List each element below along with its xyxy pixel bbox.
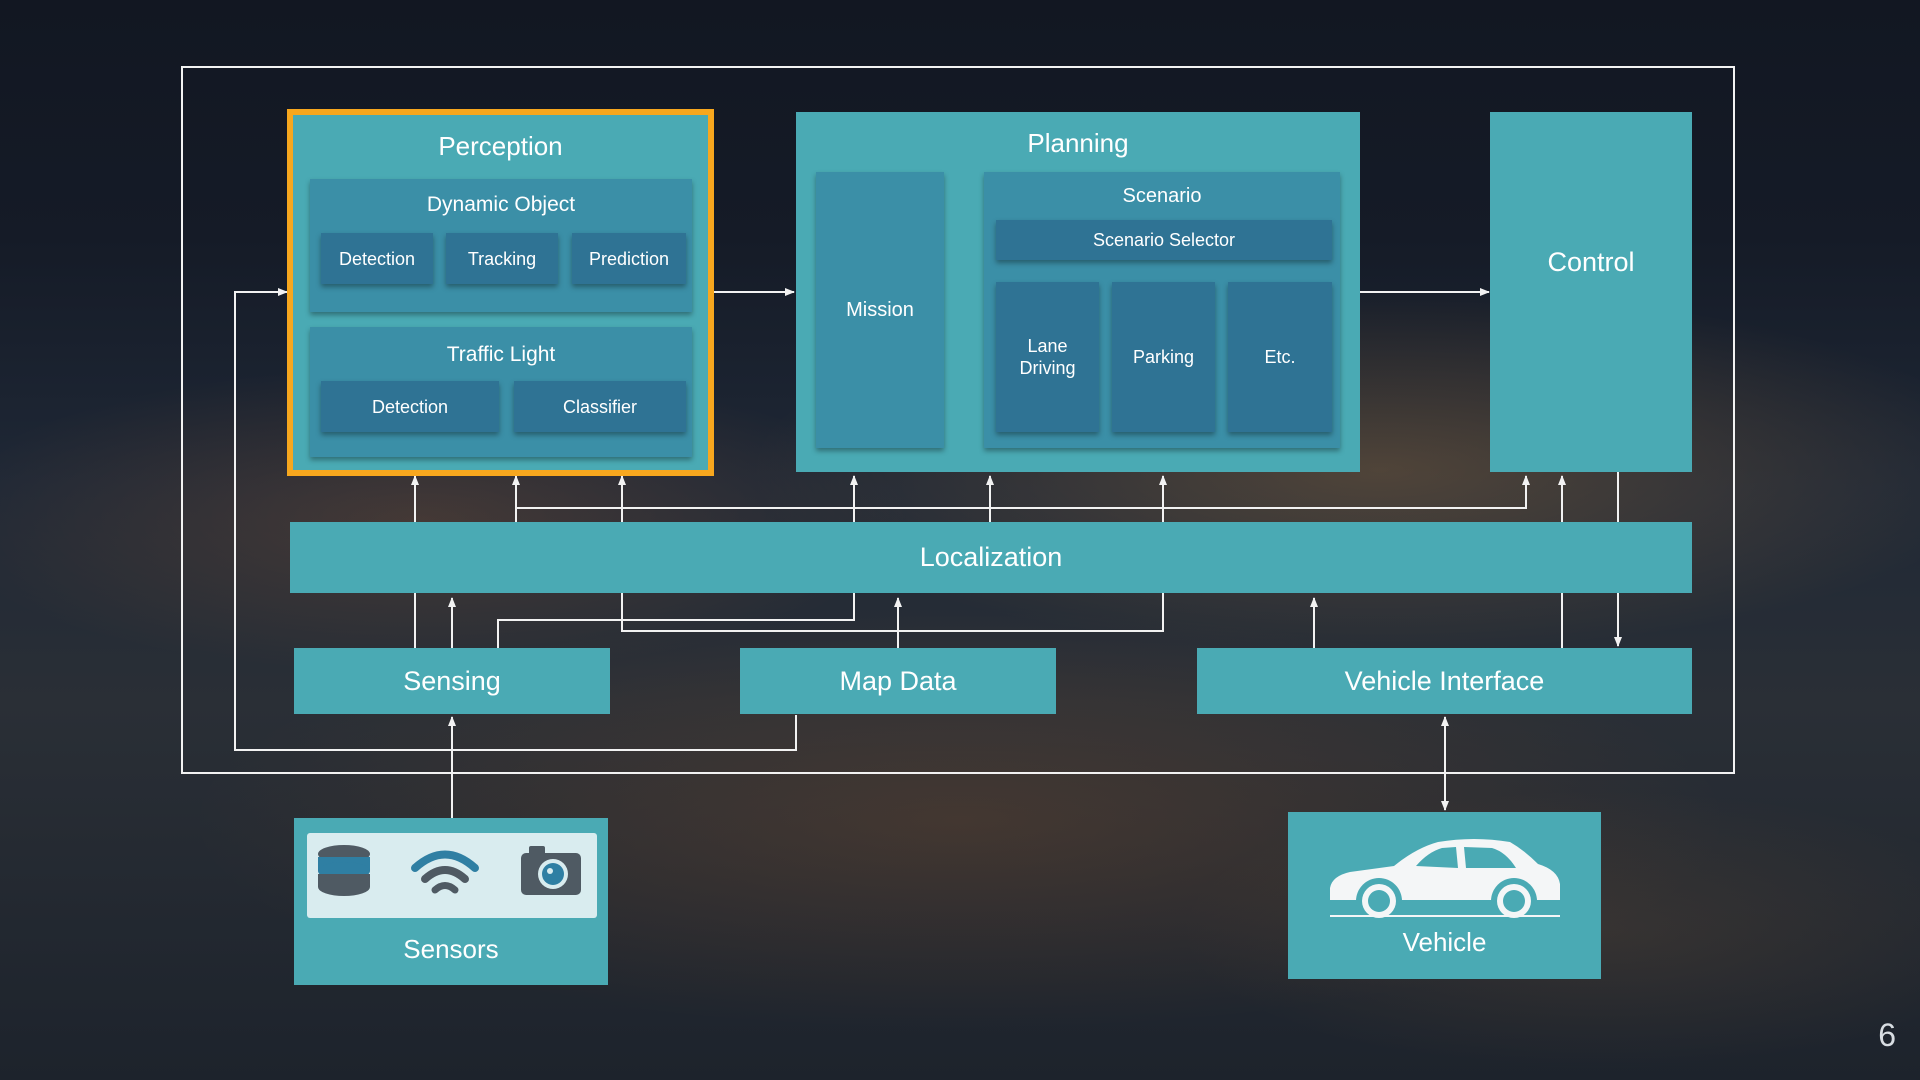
planning-module[interactable]: Planning Mission Scenario Scenario Selec… bbox=[796, 112, 1360, 472]
dynamic-object-group: Dynamic Object Detection Tracking Predic… bbox=[310, 179, 692, 312]
dynamic-detection-button[interactable]: Detection bbox=[321, 233, 433, 284]
camera-icon bbox=[521, 846, 581, 895]
prediction-button[interactable]: Prediction bbox=[572, 233, 686, 284]
car-icon bbox=[1330, 839, 1560, 920]
traffic-light-title: Traffic Light bbox=[446, 343, 556, 366]
tracking-button[interactable]: Tracking bbox=[446, 233, 558, 284]
system-boundary-frame bbox=[181, 66, 1735, 774]
sensor-icons bbox=[318, 845, 581, 896]
planning-title: Planning bbox=[1027, 128, 1129, 158]
perception-module[interactable]: Perception Dynamic Object Detection Trac… bbox=[287, 109, 714, 476]
vehicle-interface-module[interactable]: Vehicle Interface bbox=[1197, 648, 1692, 714]
scenario-group: Scenario Scenario Selector Lane Driving … bbox=[984, 172, 1340, 448]
parking-button[interactable]: Parking bbox=[1112, 282, 1215, 432]
page-number: 6 bbox=[1878, 1017, 1896, 1053]
control-module[interactable]: Control bbox=[1490, 112, 1692, 472]
classifier-button[interactable]: Classifier bbox=[514, 381, 686, 432]
sensing-module[interactable]: Sensing bbox=[294, 648, 610, 714]
traffic-detection-button[interactable]: Detection bbox=[321, 381, 499, 432]
sensors-label: Sensors bbox=[403, 934, 499, 964]
sensor-icons-panel bbox=[307, 833, 597, 918]
scenario-selector-button[interactable]: Scenario Selector bbox=[996, 220, 1332, 260]
vehicle-label: Vehicle bbox=[1402, 927, 1487, 957]
localization-module[interactable]: Localization bbox=[290, 522, 1692, 593]
wifi-icon bbox=[411, 850, 479, 894]
lane-driving-button[interactable]: Lane Driving bbox=[996, 282, 1099, 432]
perception-title: Perception bbox=[438, 131, 563, 161]
scenario-title: Scenario bbox=[1122, 185, 1202, 207]
mission-block[interactable]: Mission bbox=[816, 172, 944, 448]
map-data-module[interactable]: Map Data bbox=[740, 648, 1056, 714]
etc-button[interactable]: Etc. bbox=[1228, 282, 1332, 432]
database-icon bbox=[318, 845, 370, 896]
dynamic-object-title: Dynamic Object bbox=[426, 193, 576, 216]
traffic-light-group: Traffic Light Detection Classifier bbox=[310, 327, 692, 457]
